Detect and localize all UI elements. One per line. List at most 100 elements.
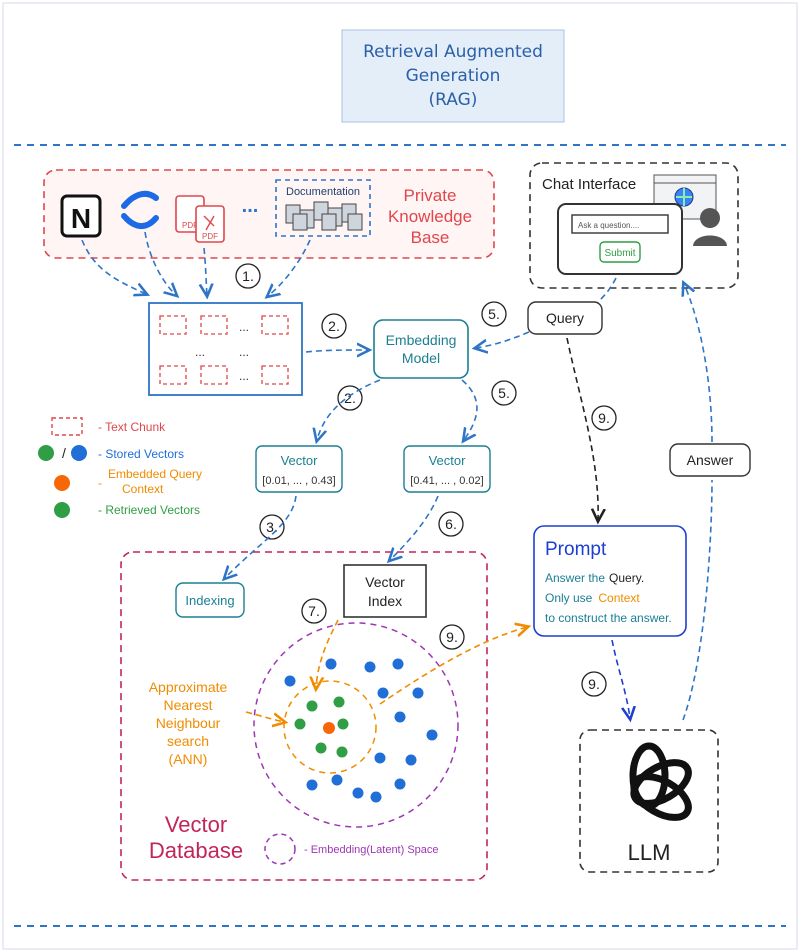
vector-database-box <box>120 551 488 881</box>
vector-right-value: [0.41, ... , 0.02] <box>410 475 483 487</box>
arrow-vector-to-indexing <box>225 495 297 578</box>
chat-interface-group: Chat Interface Ask a question.... Submit <box>529 162 739 289</box>
ann-line-4: search <box>167 733 209 749</box>
svg-text:2.: 2. <box>328 318 340 334</box>
svg-text:7.: 7. <box>308 603 320 619</box>
pdf-icon: PDF PDF <box>175 195 225 243</box>
svg-text:9.: 9. <box>598 410 610 426</box>
legend-retrieved-vectors: - Retrieved Vectors <box>98 503 200 517</box>
svg-text:PDF: PDF <box>202 232 218 241</box>
step-6: 6. <box>438 511 464 537</box>
text-chunks-box: ... ... ... ... <box>148 302 303 396</box>
user-avatar-icon <box>693 208 727 246</box>
ann-line-1: Approximate <box>149 679 228 695</box>
legend-dash: - <box>98 476 102 490</box>
prompt-line-1a: Answer the <box>545 571 605 585</box>
knowledge-base-box <box>43 169 495 259</box>
legend: - Text Chunk / - Stored Vectors - Embedd… <box>38 417 202 518</box>
vector-right-title: Vector <box>429 453 467 468</box>
arrow-vector-to-index <box>390 495 439 560</box>
legend-blue-dot <box>71 445 87 461</box>
retrieved-vector-dots <box>294 696 349 758</box>
submit-button[interactable] <box>599 241 641 263</box>
legend-chunk-swatch <box>51 417 83 436</box>
legend-embedded-query-1: Embedded Query <box>108 467 202 481</box>
arrow-query-to-embedding <box>476 331 530 348</box>
ann-line-5: (ANN) <box>169 751 208 767</box>
embedding-model-box: Embedding Model <box>373 319 469 379</box>
legend-orange-dot <box>54 475 70 491</box>
arrow-docs-to-chunks <box>268 239 311 296</box>
svg-text:N: N <box>71 203 91 234</box>
arrow-chunks-to-embedding <box>305 350 368 352</box>
legend-stored-vectors: - Stored Vectors <box>98 447 184 461</box>
arrow-confluence-to-chunks <box>144 231 176 295</box>
title-line-2: Generation <box>406 66 501 86</box>
knowledge-base-group: N PDF PDF ... Documentation Priv <box>43 169 495 259</box>
submit-button-label: Submit <box>604 248 635 259</box>
svg-text:9.: 9. <box>446 629 458 645</box>
ann-line-3: Neighbour <box>156 715 221 731</box>
stored-vector-dots <box>284 658 438 803</box>
svg-text:PDF: PDF <box>182 221 198 230</box>
legend-green-dot <box>38 445 54 461</box>
prompt-line-1: Answer the Query. <box>545 571 644 585</box>
arrow-embedding-to-vector-left <box>317 379 381 440</box>
step-5a: 5. <box>481 301 507 327</box>
vector-left-box: Vector [0.01, ... , 0.43] <box>255 445 343 493</box>
kb-label-line-1: Private <box>404 186 457 205</box>
step-markers: 1. 2. 2. 5. 5. 9. 3. 6. 7. 9. 9. <box>235 263 617 697</box>
confluence-icon <box>121 190 159 229</box>
prompt-title: Prompt <box>545 539 607 560</box>
arrow-pdf-to-chunks <box>204 247 207 295</box>
legend-text-chunk: - Text Chunk <box>98 420 166 434</box>
kb-label-line-2: Knowledge <box>388 207 472 226</box>
arrow-index-to-ann <box>316 619 339 688</box>
latent-space-circle <box>253 622 459 828</box>
question-input[interactable] <box>571 214 669 234</box>
step-9c: 9. <box>581 671 607 697</box>
step-7: 7. <box>301 598 327 624</box>
arrow-chat-to-query <box>597 277 617 303</box>
svg-text:5.: 5. <box>488 306 500 322</box>
notion-icon: N <box>60 194 102 238</box>
vector-left-title: Vector <box>281 453 319 468</box>
step-3: 3. <box>259 514 285 540</box>
arrow-embedding-to-vector-right <box>462 379 478 440</box>
latent-space-legend: - Embedding(Latent) Space <box>304 844 439 856</box>
vector-db-title-2: Database <box>149 838 243 863</box>
chunk-dots-3: ... <box>239 345 249 359</box>
step-9b: 9. <box>439 624 465 650</box>
question-input-placeholder: Ask a question.... <box>578 221 639 230</box>
query-vector-dot <box>323 722 335 734</box>
legend-green-dot-2 <box>54 502 70 518</box>
indexing-box: Indexing <box>175 582 245 618</box>
vector-index-line-2: Index <box>368 593 402 609</box>
query-label: Query <box>546 310 584 326</box>
step-5b: 5. <box>491 380 517 406</box>
prompt-line-1b: Query. <box>609 571 644 585</box>
arrow-ann-to-prompt <box>379 627 527 705</box>
step-1: 1. <box>235 263 261 289</box>
llm-box: LLM <box>579 729 719 873</box>
legend-slash: / <box>62 445 66 461</box>
step-2b: 2. <box>337 385 363 411</box>
svg-text:2.: 2. <box>344 390 356 406</box>
kb-label-line-3: Base <box>411 228 450 247</box>
embedding-model-line-2: Model <box>402 350 440 366</box>
query-box: Query <box>527 301 603 335</box>
documentation-label: Documentation <box>286 186 360 198</box>
arrow-notion-to-chunks <box>81 239 146 294</box>
llm-label: LLM <box>628 840 671 865</box>
chunk-dots-1: ... <box>239 320 249 334</box>
vector-db-title-1: Vector <box>165 812 227 837</box>
arrow-answer-to-chat <box>684 284 713 443</box>
vector-database-group: Indexing Vector Index Approximate Neares… <box>120 551 488 881</box>
chunk-dots-2: ... <box>195 345 205 359</box>
prompt-line-3: to construct the answer. <box>545 611 672 625</box>
svg-text:5.: 5. <box>498 385 510 401</box>
